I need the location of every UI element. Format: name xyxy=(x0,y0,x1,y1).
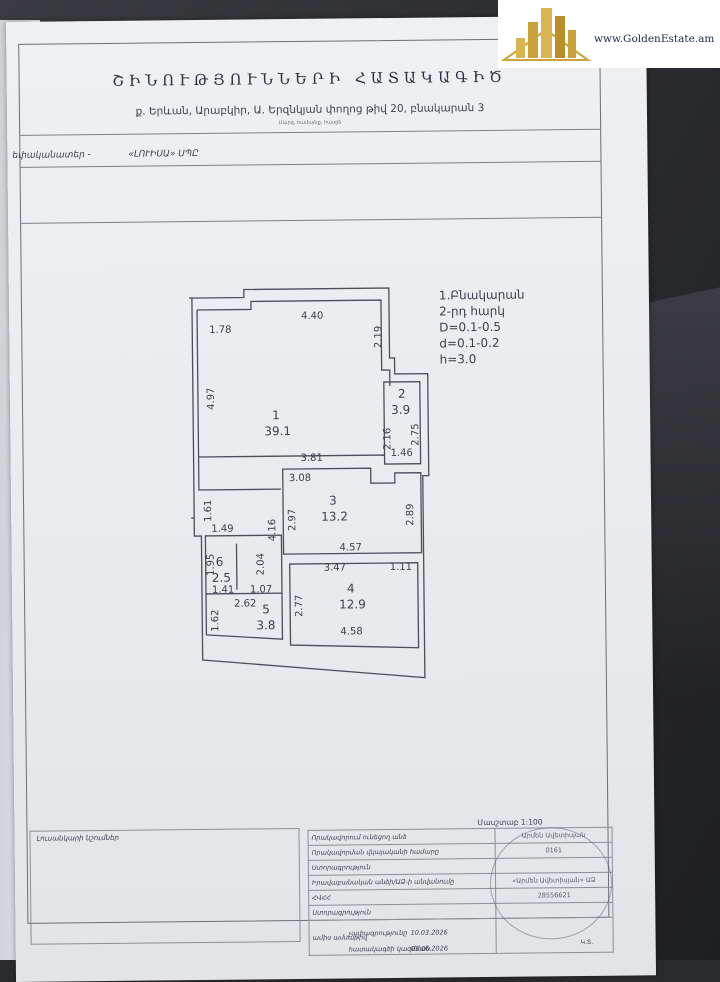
dimension: 4.40 xyxy=(301,311,323,322)
dimension: 2.19 xyxy=(373,326,384,348)
dimension: 2.62 xyxy=(234,598,256,609)
dimension: 4.97 xyxy=(206,388,217,410)
dimension: 3.47 xyxy=(324,562,346,573)
dimension: 2.16 xyxy=(382,428,393,450)
room-number: 3 xyxy=(329,494,337,508)
dimension: 1.49 xyxy=(211,524,233,535)
dimension: 1.62 xyxy=(210,610,221,632)
room-number: 1 xyxy=(272,408,280,422)
dimension: 1.11 xyxy=(390,562,412,573)
unit-label: 1.Բնակարան xyxy=(439,288,525,303)
room-number: 5 xyxy=(262,602,270,616)
wall-thickness-inner: d=0.1-0.2 xyxy=(439,336,499,351)
dimension: 1.95 xyxy=(206,554,217,576)
buildings-logo-icon xyxy=(498,0,594,68)
floor-label: 2-րդ հարկ xyxy=(439,304,505,319)
dimension: 4.16 xyxy=(267,519,278,541)
room-divider xyxy=(199,455,385,457)
room-number: 2 xyxy=(398,387,406,401)
floor-plan-drawing: 1.Բնակարան 2-րդ հարկ D=0.1-0.5 d=0.1-0.2… xyxy=(6,15,656,982)
inner-wall xyxy=(197,300,390,388)
dimension: 3.81 xyxy=(301,453,323,464)
dimension: 1.78 xyxy=(209,325,231,336)
dimension: 1.41 xyxy=(212,585,234,596)
room-number: 4 xyxy=(347,581,355,595)
room-area: 39.1 xyxy=(264,424,291,438)
room-number: 6 xyxy=(216,555,224,569)
dimension: 2.89 xyxy=(405,503,416,525)
dimension: 1.46 xyxy=(390,448,412,459)
logo-text: www.GoldenEstate.am xyxy=(594,33,714,45)
dimension: 3.08 xyxy=(289,473,311,484)
dimension: 2.97 xyxy=(287,509,298,531)
dimension: 2.04 xyxy=(256,553,267,575)
room-area: 12.9 xyxy=(339,597,366,611)
room-area: 3.8 xyxy=(256,618,275,632)
dimension: 2.77 xyxy=(294,595,305,617)
dimension: 2.75 xyxy=(410,423,421,445)
room-area: 3.9 xyxy=(391,403,410,417)
floor-plan-document: ՇԻՆՈՒԹՅՈՒՆՆԵՐԻ ՀԱՏԱԿԱԳԻԾ ք. Երևան, Արաբկ… xyxy=(6,15,656,982)
dimension: 1.07 xyxy=(250,584,272,595)
dimension: 4.58 xyxy=(340,626,362,637)
watermark-logo: www.GoldenEstate.am xyxy=(498,0,720,68)
dimension: 1.61 xyxy=(203,500,214,522)
wall-thickness-outer: D=0.1-0.5 xyxy=(439,320,501,335)
room-area: 13.2 xyxy=(321,509,348,523)
dimension: 4.57 xyxy=(339,542,361,553)
ceiling-height: h=3.0 xyxy=(439,352,476,366)
